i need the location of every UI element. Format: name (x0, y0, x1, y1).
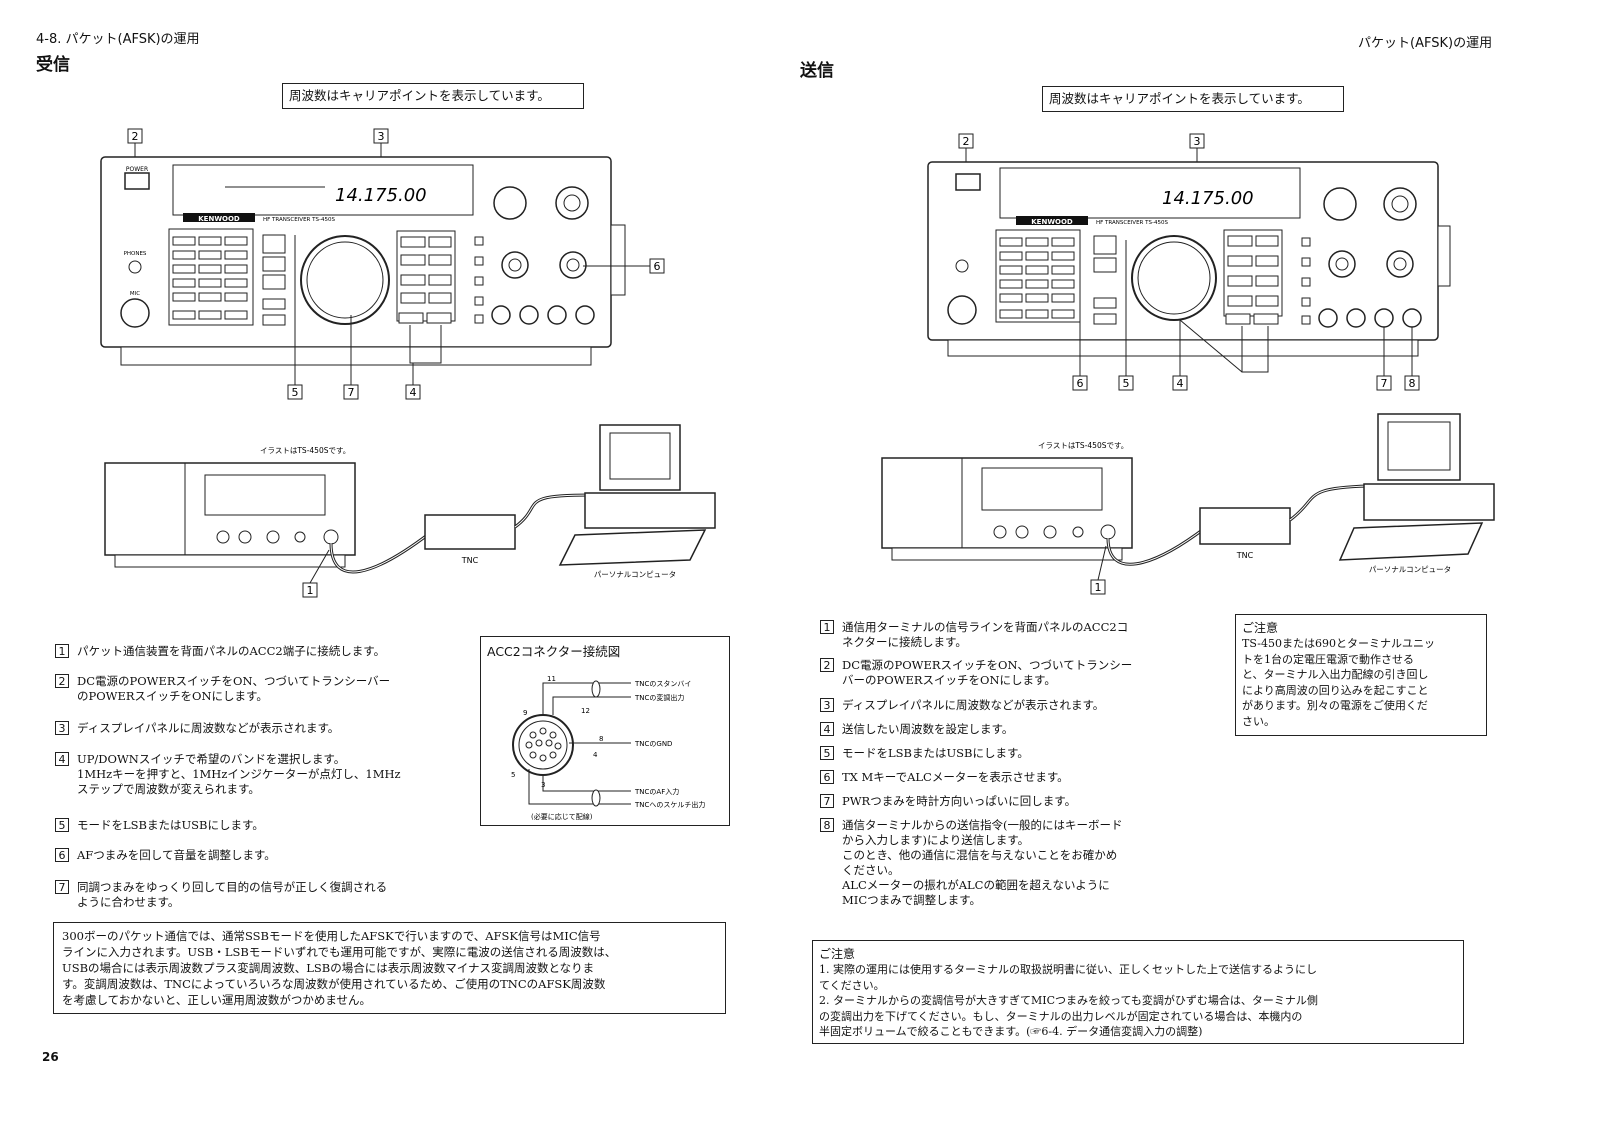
left-freq-note: 周波数はキャリアポイントを表示しています。 (282, 83, 584, 109)
svg-text:8: 8 (1409, 377, 1416, 390)
svg-text:(必要に応じて配線): (必要に応じて配線) (531, 812, 593, 821)
svg-text:TNCの変調出力: TNCの変調出力 (634, 693, 684, 702)
acc2-title: ACC2コネクター接続図 (487, 644, 621, 659)
right-section-header: パケット(AFSK)の運用 (1358, 36, 1493, 51)
left-connection-illustration: イラストはTS-450Sです。 TNC パーソナルコンピュータ 1 (104, 424, 716, 598)
svg-text:4: 4 (1177, 377, 1184, 390)
svg-text:HF TRANSCEIVER TS-450S: HF TRANSCEIVER TS-450S (1096, 220, 1168, 226)
page-number: 26 (42, 1050, 59, 1064)
svg-text:MIC: MIC (130, 291, 140, 297)
svg-text:HF TRANSCEIVER TS-450S: HF TRANSCEIVER TS-450S (263, 217, 335, 223)
svg-text:パーソナルコンピュータ: パーソナルコンピュータ (1369, 565, 1451, 574)
svg-text:4: 4 (410, 386, 417, 399)
svg-text:POWER: POWER (126, 166, 148, 173)
caution-bottom-title: ご注意 (819, 947, 856, 961)
svg-text:イラストはTS-450Sです。: イラストはTS-450Sです。 (1038, 441, 1128, 450)
svg-text:KENWOOD: KENWOOD (198, 215, 240, 223)
svg-text:14.175.00: 14.175.00 (335, 185, 427, 206)
svg-text:11: 11 (547, 675, 556, 683)
svg-text:6: 6 (654, 260, 661, 273)
svg-text:TNCのGND: TNCのGND (634, 740, 672, 748)
svg-text:PHONES: PHONES (124, 251, 147, 257)
left-title: 受信 (36, 55, 70, 75)
svg-text:4: 4 (593, 751, 598, 759)
svg-text:TNCのAF入力: TNCのAF入力 (634, 787, 679, 796)
svg-text:パーソナルコンピュータ: パーソナルコンピュータ (594, 570, 676, 579)
svg-text:TNC: TNC (461, 556, 479, 565)
left-radio-front-panel: 2 3 POWER 14.175.00 KENWOOD HF TRANSCEIV… (100, 128, 665, 400)
svg-text:7: 7 (1381, 377, 1388, 390)
svg-text:1: 1 (1095, 581, 1102, 594)
svg-text:6: 6 (1077, 377, 1084, 390)
right-caution-bottom: ご注意 1. 実際の運用には使用するターミナルの取扱説明書に従い、正しくセットし… (812, 940, 1464, 1044)
svg-text:5: 5 (511, 771, 515, 779)
caution-side-text: TS-450または690とターミナルユニッ トを1台の定電圧電源で動作させる と… (1242, 637, 1435, 728)
svg-text:2: 2 (132, 130, 139, 143)
acc2-diagram: ACC2コネクター接続図 11 9 12 8 4 5 3 TNCのスタンバイ T… (480, 636, 730, 826)
left-section-header: 4-8. パケット(AFSK)の運用 (36, 32, 200, 47)
svg-text:14.175.00: 14.175.00 (1162, 188, 1254, 209)
svg-text:5: 5 (292, 386, 299, 399)
svg-text:7: 7 (348, 386, 355, 399)
svg-text:3: 3 (1194, 135, 1201, 148)
svg-text:KENWOOD: KENWOOD (1031, 218, 1073, 226)
svg-text:8: 8 (599, 735, 603, 743)
svg-text:5: 5 (1123, 377, 1130, 390)
svg-text:12: 12 (581, 707, 590, 715)
svg-text:TNCへのスケルチ出力: TNCへのスケルチ出力 (634, 800, 705, 809)
svg-text:3: 3 (541, 781, 545, 789)
right-radio-front-panel: 2 3 14.175.00 KENWOOD HF TRANSCEIVER TS-… (927, 133, 1451, 391)
caution-bottom-text: 1. 実際の運用には使用するターミナルの取扱説明書に従い、正しくセットした上で送… (819, 963, 1318, 1038)
svg-text:TNCのスタンバイ: TNCのスタンバイ (634, 679, 691, 688)
caution-side-title: ご注意 (1242, 621, 1279, 635)
svg-text:TNC: TNC (1236, 551, 1254, 560)
right-caution-side: ご注意 TS-450または690とターミナルユニッ トを1台の定電圧電源で動作さ… (1235, 614, 1487, 736)
right-freq-note: 周波数はキャリアポイントを表示しています。 (1042, 86, 1344, 112)
svg-text:9: 9 (523, 709, 527, 717)
svg-text:2: 2 (963, 135, 970, 148)
svg-text:1: 1 (307, 584, 314, 597)
right-title: 送信 (800, 61, 834, 81)
left-bottom-note: 300ボーのパケット通信では、通常SSBモードを使用したAFSKで行いますので、… (53, 922, 726, 1014)
right-connection-illustration: イラストはTS-450Sです。 TNC パーソナルコンピュータ 1 (881, 413, 1495, 595)
svg-text:3: 3 (378, 130, 385, 143)
svg-text:イラストはTS-450Sです。: イラストはTS-450Sです。 (260, 446, 350, 455)
